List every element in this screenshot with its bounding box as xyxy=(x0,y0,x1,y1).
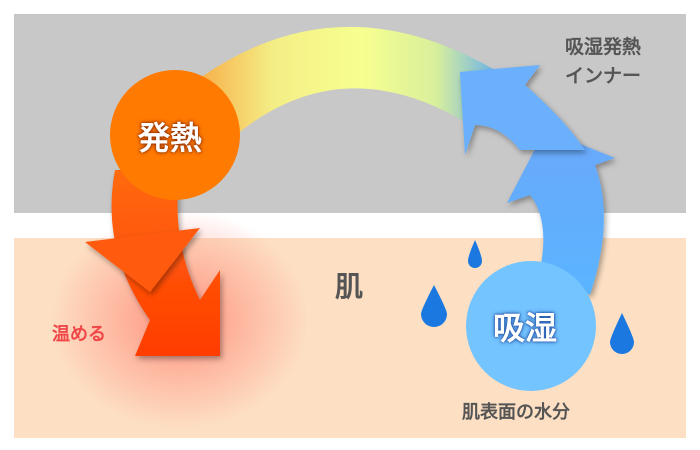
water-drop-icon xyxy=(421,285,447,327)
absorb-circle-label: 吸湿 xyxy=(493,309,558,347)
heat-circle-label: 発熱 xyxy=(138,119,203,157)
water-drop-icon xyxy=(468,240,482,268)
absorb-arrow-lower xyxy=(507,130,615,295)
skin-moisture-label: 肌表面の水分 xyxy=(462,402,570,423)
water-drop-icon xyxy=(610,313,634,354)
product-label-line2: インナー xyxy=(565,65,642,87)
absorb-arrow-upper xyxy=(460,65,585,155)
warm-arrow-head xyxy=(85,228,200,292)
product-label-line1: 吸湿発熱 xyxy=(565,36,642,58)
absorb-circle xyxy=(466,261,596,391)
product-label: 吸湿発熱 インナー xyxy=(565,33,641,91)
rainbow-arc xyxy=(200,26,495,140)
heat-circle xyxy=(110,70,240,200)
warm-label: 温める xyxy=(52,324,106,345)
skin-label: 肌 xyxy=(335,270,364,303)
